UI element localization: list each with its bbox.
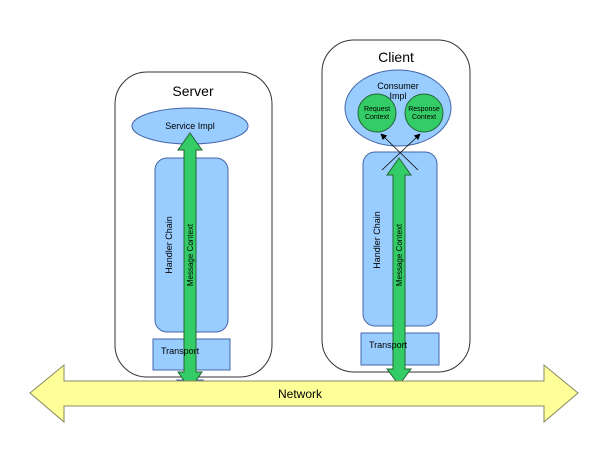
response-context-label-1: Response [408, 106, 440, 113]
request-context [357, 93, 397, 133]
request-context-link [380, 133, 419, 171]
network: Network [29, 363, 579, 424]
network-label: Network [278, 387, 323, 401]
server-transport-label: Transport [161, 346, 200, 356]
network-arrow [29, 363, 579, 424]
client-title: Client [378, 49, 414, 65]
client-transport-label: Transport [369, 340, 408, 350]
client-node: Client Consumer Impl Request Context Res… [321, 39, 471, 386]
client-handler-chain-label: Handler Chain [372, 211, 382, 269]
server-title: Server [172, 83, 214, 99]
request-context-label-1: Request [364, 106, 390, 113]
response-context-label-2: Context [412, 114, 436, 121]
server-node: Server Service Impl Handler Chain Messag… [114, 71, 273, 393]
consumer-impl-label-2: Impl [389, 91, 406, 101]
service-impl-label: Service Impl [165, 121, 215, 131]
client-message-context-label: Message Context [395, 223, 404, 286]
consumer-impl-label-1: Consumer [377, 81, 419, 91]
response-context [404, 93, 444, 133]
request-context-label-2: Context [365, 114, 389, 121]
server-handler-chain-label: Handler Chain [164, 216, 174, 274]
server-message-context-label: Message Context [186, 223, 195, 286]
response-context-link [381, 133, 421, 171]
